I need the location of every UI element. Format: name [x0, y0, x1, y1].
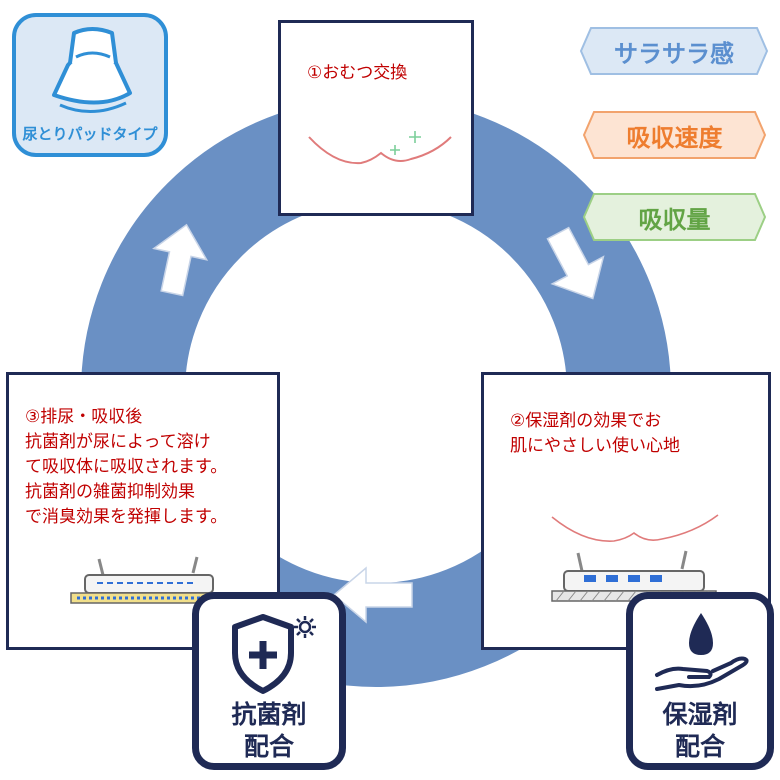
tag-smooth: サラサラ感 — [579, 26, 769, 76]
step3-box: ③排尿・吸収後 抗菌剤が尿によって溶け て吸収体に吸収されます。 抗菌剤の雑菌抑… — [6, 372, 280, 650]
tag-smooth-label: サラサラ感 — [614, 39, 734, 68]
step3-text-line5: で消臭効果を発揮します。 — [25, 507, 228, 527]
step3-text-line4: 抗菌剤の雑菌抑制効果 — [25, 482, 195, 502]
step3-text-line3: て吸収体に吸収されます。 — [25, 457, 228, 477]
tag-absorption-amount-label: 吸収量 — [638, 205, 711, 234]
tag-absorption-amount: 吸収量 — [582, 192, 767, 242]
antibacterial-badge: 抗菌剤 配合 — [192, 592, 346, 770]
pad-type-label: 尿とりパッドタイプ — [22, 125, 158, 143]
step1-text: ①おむつ交換 — [307, 63, 408, 83]
arrow-left-icon — [332, 566, 413, 624]
water-drop-hand-icon — [655, 613, 749, 691]
tag-absorption-speed-label: 吸収速度 — [626, 123, 723, 152]
arrow-down-right-icon — [546, 226, 605, 300]
skin-curve-illustration — [308, 131, 452, 165]
absorbed-pad-illustration — [70, 556, 222, 604]
gear-icon — [294, 616, 316, 638]
moisturizer-label-line1: 保湿剤 — [662, 700, 738, 729]
sparkle-icon — [390, 131, 421, 155]
step3-text-line2: 抗菌剤が尿によって溶け — [25, 432, 211, 452]
moisturizer-badge: 保湿剤 配合 — [626, 592, 774, 770]
step2-text-line2: 肌にやさしい使い心地 — [510, 436, 680, 456]
tag-absorption-speed: 吸収速度 — [582, 110, 767, 160]
antibacterial-label-line1: 抗菌剤 — [231, 700, 307, 729]
moisturizer-label-line2: 配合 — [674, 732, 725, 761]
step2-text-line1: ②保湿剤の効果でお — [510, 411, 662, 431]
shield-plus-icon — [232, 614, 316, 694]
step1-box: ①おむつ交換 — [278, 20, 474, 216]
antibacterial-label-line2: 配合 — [243, 732, 294, 761]
diaper-pad-icon — [52, 27, 132, 114]
step3-text-line1: ③排尿・吸収後 — [25, 407, 143, 427]
pad-type-icon-card: 尿とりパッドタイプ — [12, 13, 168, 157]
arrow-up-icon — [152, 223, 209, 297]
